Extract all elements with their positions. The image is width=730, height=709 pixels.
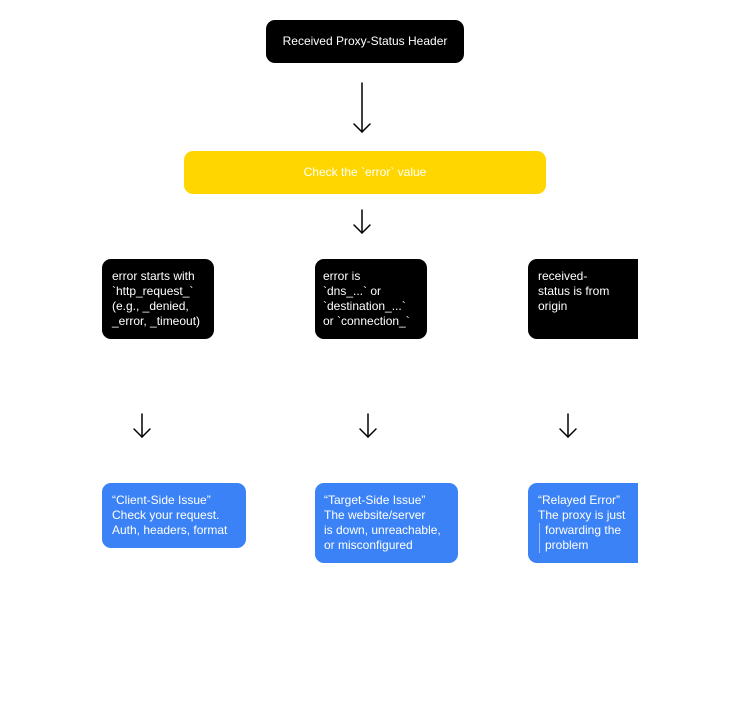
node-line: `dns_...` or	[323, 284, 382, 298]
node-line: forwarding the	[539, 523, 638, 538]
node-line: problem	[539, 538, 638, 553]
node-line: `http_request_`	[112, 284, 194, 298]
node-label: Received Proxy-Status Header	[282, 34, 448, 48]
node-line: received-	[538, 269, 588, 283]
node-line: Check your request.	[112, 508, 220, 522]
arrow-branch-origin-to-relayed	[559, 413, 577, 438]
node-branch-http-request: error starts with `http_request_` (e.g.,…	[102, 259, 214, 339]
node-line: or misconfigured	[324, 538, 413, 552]
arrow-check-to-branches	[353, 209, 371, 234]
node-line: Auth, headers, format	[112, 523, 228, 537]
node-branch-dns-destination: error is `dns_...` or `destination_...` …	[315, 259, 427, 339]
node-line: The proxy is just	[538, 508, 626, 522]
arrow-root-to-check	[353, 82, 371, 133]
node-line: “Client-Side Issue”	[112, 493, 211, 507]
node-line: _error, _timeout)	[112, 314, 201, 328]
node-line: or `connection_`	[323, 314, 410, 328]
arrow-branch-http-to-client	[133, 413, 151, 438]
node-target-side-issue: “Target-Side Issue” The website/server i…	[315, 483, 458, 563]
node-relayed-error: “Relayed Error” The proxy is just forwar…	[528, 483, 638, 563]
node-client-side-issue: “Client-Side Issue” Check your request. …	[102, 483, 246, 548]
node-line: (e.g., _denied,	[112, 299, 189, 313]
node-branch-received-status-origin: received- status is from origin	[528, 259, 638, 339]
node-line: error is	[323, 269, 361, 283]
node-line: is down, unreachable,	[324, 523, 441, 537]
node-line: error starts with	[112, 269, 195, 283]
node-received-proxy-status-header: Received Proxy-Status Header	[266, 20, 464, 63]
node-line: `destination_...`	[323, 299, 406, 313]
node-line: “Target-Side Issue”	[324, 493, 426, 507]
node-line: origin	[538, 299, 568, 313]
node-line: status is from	[538, 284, 610, 298]
node-line: “Relayed Error”	[538, 493, 621, 507]
arrow-branch-dns-to-target	[359, 413, 377, 438]
node-line: The website/server	[324, 508, 426, 522]
node-label: Check the `error` value	[303, 165, 427, 179]
node-check-error-value: Check the `error` value	[184, 151, 546, 194]
